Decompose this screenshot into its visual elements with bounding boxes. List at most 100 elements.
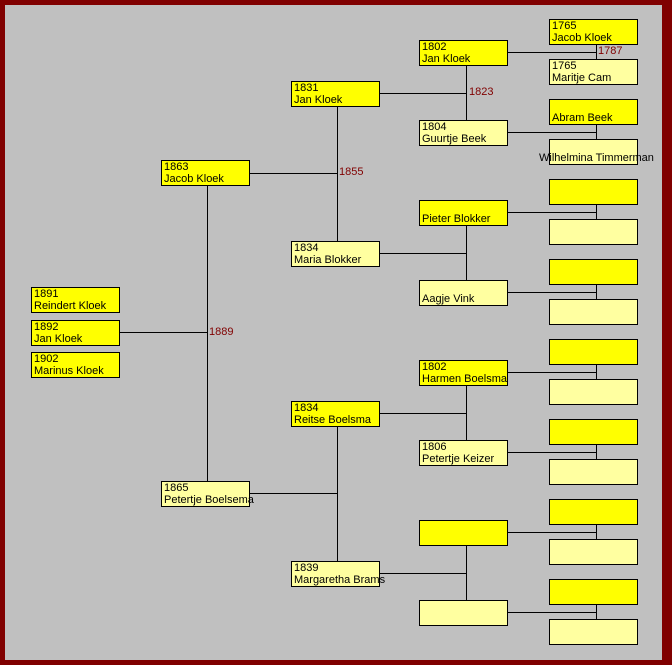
connector-line [337, 106, 338, 241]
connector-line [507, 452, 596, 453]
connector-line [379, 413, 466, 414]
person-box[interactable]: Pieter Blokker [419, 200, 508, 226]
birth-year: 1765 [552, 20, 577, 32]
connector-line [596, 124, 597, 139]
person-name: Petertje Boelsema [164, 494, 254, 506]
connector-line [507, 52, 596, 53]
person-box[interactable] [549, 619, 638, 645]
connector-line [379, 93, 466, 94]
connector-line [596, 44, 597, 59]
birth-year: 1902 [34, 353, 59, 365]
person-name: Wilhelmina Timmerman [539, 152, 654, 164]
person-box[interactable] [549, 339, 638, 365]
connector-line [119, 332, 207, 333]
person-box[interactable] [549, 179, 638, 205]
person-box[interactable]: Aagje Vink [419, 280, 508, 306]
birth-year: 1892 [34, 321, 59, 333]
connector-line [507, 612, 596, 613]
connector-line [507, 212, 596, 213]
connector-line [507, 132, 596, 133]
connector-line [207, 185, 208, 481]
marriage-date: 1855 [339, 166, 364, 178]
person-box[interactable] [549, 459, 638, 485]
person-name: Petertje Keizer [422, 453, 495, 465]
connector-line [466, 545, 467, 600]
connector-line [249, 493, 337, 494]
birth-year: 1804 [422, 121, 447, 133]
person-name: Maritje Cam [552, 72, 612, 84]
person-name: Pieter Blokker [422, 213, 491, 225]
marriage-date: 1823 [469, 86, 494, 98]
birth-year: 1839 [294, 562, 319, 574]
person-name: Reindert Kloek [34, 300, 107, 312]
person-name: Margaretha Brams [294, 574, 386, 586]
person-box[interactable] [419, 600, 508, 626]
connector-line [466, 225, 467, 280]
connector-line [596, 604, 597, 619]
person-box[interactable] [549, 259, 638, 285]
person-box[interactable] [549, 499, 638, 525]
connector-line [379, 253, 466, 254]
person-name: Aagje Vink [422, 293, 475, 305]
person-box[interactable] [549, 579, 638, 605]
person-box[interactable] [549, 539, 638, 565]
person-name: Jacob Kloek [164, 173, 224, 185]
person-box[interactable]: Wilhelmina Timmerman [539, 139, 654, 165]
person-name: Guurtje Beek [422, 133, 487, 145]
person-box[interactable] [549, 219, 638, 245]
connector-line [596, 524, 597, 539]
birth-year: 1834 [294, 402, 319, 414]
birth-year: 1863 [164, 161, 189, 173]
connector-line [466, 65, 467, 120]
person-box[interactable] [549, 299, 638, 325]
connector-line [596, 284, 597, 299]
birth-year: 1834 [294, 242, 319, 254]
person-name: Reitse Boelsma [294, 414, 372, 426]
connector-line [249, 173, 337, 174]
connector-line [507, 372, 596, 373]
person-name: Jan Kloek [422, 53, 471, 65]
connector-line [337, 426, 338, 561]
marriage-date: 1787 [598, 45, 623, 57]
connector-line [466, 385, 467, 440]
connector-line [507, 532, 596, 533]
person-name: Abram Beek [552, 112, 613, 124]
person-name: Jan Kloek [34, 333, 83, 345]
connector-line [596, 444, 597, 459]
marriage-date: 1889 [209, 326, 234, 338]
birth-year: 1765 [552, 60, 577, 72]
person-box[interactable]: Abram Beek [549, 99, 638, 125]
person-name: Jan Kloek [294, 94, 343, 106]
birth-year: 1891 [34, 288, 59, 300]
person-box[interactable] [549, 419, 638, 445]
person-box[interactable] [419, 520, 508, 546]
person-name: Marinus Kloek [34, 365, 104, 377]
birth-year: 1806 [422, 441, 447, 453]
connector-line [379, 573, 466, 574]
connector-line [596, 364, 597, 379]
birth-year: 1802 [422, 41, 447, 53]
person-name: Harmen Boelsma [422, 373, 507, 385]
person-name: Maria Blokker [294, 254, 362, 266]
birth-year: 1831 [294, 82, 319, 94]
birth-year: 1865 [164, 482, 189, 494]
person-box[interactable] [549, 379, 638, 405]
person-name: Jacob Kloek [552, 32, 612, 44]
birth-year: 1802 [422, 361, 447, 373]
